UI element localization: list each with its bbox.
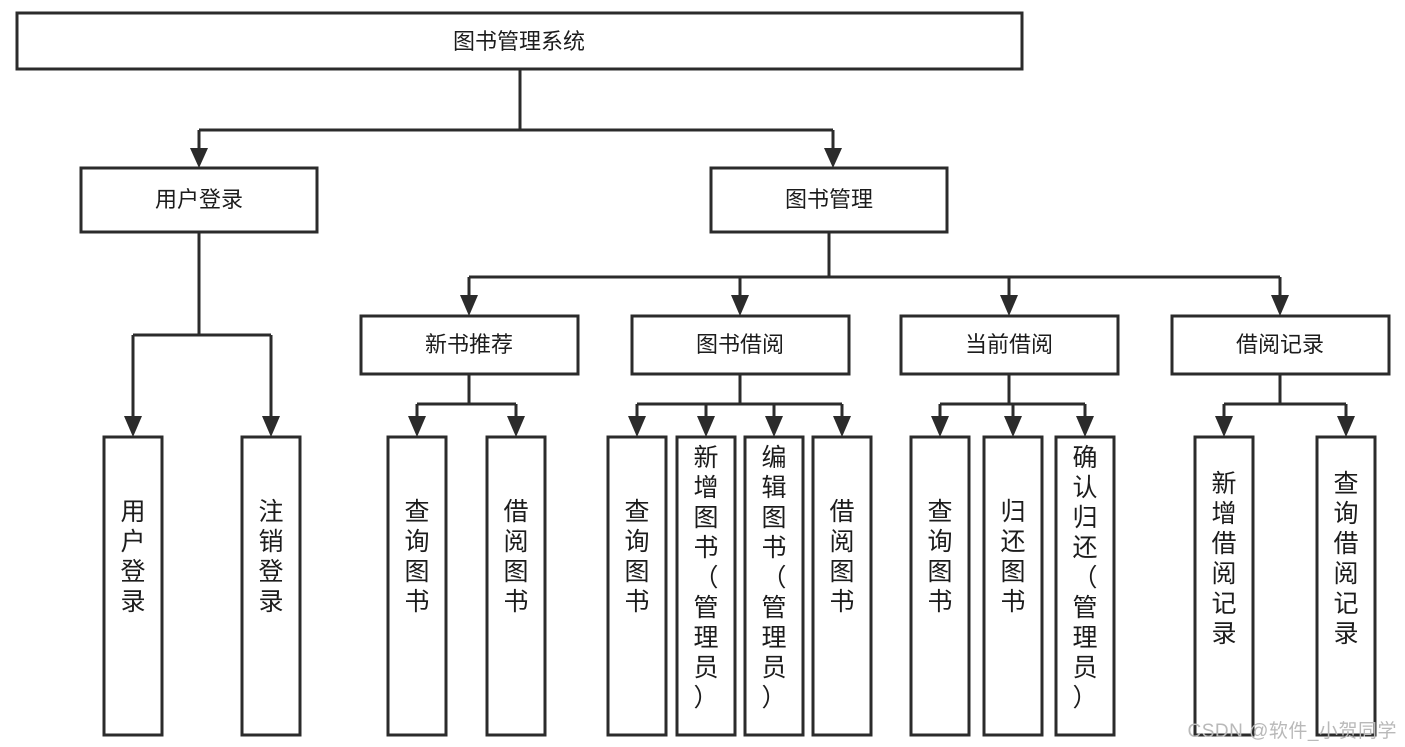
arrow-head-leaf-query-book-3 (931, 416, 949, 437)
node-leaf-query-book-2[interactable]: 查询图书 (606, 435, 668, 737)
node-leaf-borrow-book-1-label: 借阅图书 (503, 498, 528, 616)
node-book-borrow[interactable]: 图书借阅 (630, 314, 851, 376)
node-leaf-query-book-3-label: 查询图书 (927, 498, 952, 616)
node-leaf-logout-label: 注销登录 (258, 498, 283, 616)
node-current-borrow-box[interactable] (899, 314, 1120, 376)
node-leaf-user-login-label: 用户登录 (120, 498, 145, 616)
node-leaf-query-book-3-box[interactable] (909, 435, 971, 737)
node-leaf-edit-book-box[interactable] (743, 435, 805, 737)
node-leaf-add-book-box[interactable] (675, 435, 737, 737)
node-user-login[interactable]: 用户登录 (79, 166, 319, 234)
node-leaf-add-record-label: 新增借阅记录 (1211, 470, 1236, 648)
node-user-login-label: 用户登录 (155, 187, 243, 212)
arrow-head-leaf-query-book-2 (628, 416, 646, 437)
node-leaf-query-book-2-label: 查询图书 (624, 498, 649, 616)
arrow-head-leaf-query-record (1337, 416, 1355, 437)
arrow-head-leaf-add-record (1215, 416, 1233, 437)
node-root-label: 图书管理系统 (453, 29, 585, 54)
node-leaf-borrow-book-2-box[interactable] (811, 435, 873, 737)
arrow-head-leaf-query-book-1 (408, 416, 426, 437)
node-leaf-add-book-label: 新增图书（管理员） (693, 444, 718, 712)
node-leaf-return-book[interactable]: 归还图书 (982, 435, 1044, 737)
node-user-login-box[interactable] (79, 166, 319, 234)
node-leaf-borrow-book-2-label: 借阅图书 (829, 498, 854, 616)
arrow-head-new-book-recommend (460, 295, 478, 316)
node-new-book-recommend[interactable]: 新书推荐 (359, 314, 580, 376)
node-leaf-query-record[interactable]: 查询借阅记录 (1315, 435, 1377, 737)
arrow-head-leaf-user-login (124, 416, 142, 437)
arrow-head-book-management (824, 148, 842, 168)
node-new-book-recommend-box[interactable] (359, 314, 580, 376)
node-leaf-query-book-1[interactable]: 查询图书 (386, 435, 448, 737)
node-leaf-add-record[interactable]: 新增借阅记录 (1193, 435, 1255, 737)
arrow-head-leaf-add-book (697, 416, 715, 437)
node-leaf-edit-book-label: 编辑图书（管理员） (761, 444, 786, 712)
node-leaf-query-book-2-box[interactable] (606, 435, 668, 737)
node-leaf-return-book-label: 归还图书 (1000, 498, 1025, 616)
node-book-management-box[interactable] (709, 166, 949, 234)
arrow-head-current-borrow (1000, 295, 1018, 316)
connector-layer (124, 69, 1355, 437)
arrow-head-leaf-logout (262, 416, 280, 437)
arrow-head-leaf-borrow-book-2 (833, 416, 851, 437)
node-new-book-recommend-label: 新书推荐 (425, 332, 513, 357)
node-leaf-return-book-box[interactable] (982, 435, 1044, 737)
node-leaf-query-book-1-label: 查询图书 (404, 498, 429, 616)
node-book-management-label: 图书管理 (785, 187, 873, 212)
node-leaf-query-book-3[interactable]: 查询图书 (909, 435, 971, 737)
node-leaf-query-record-label: 查询借阅记录 (1333, 470, 1358, 648)
node-leaf-confirm-return[interactable]: 确认归还（管理员） (1054, 435, 1116, 737)
node-leaf-user-login[interactable]: 用户登录 (102, 435, 164, 737)
node-leaf-logout-box[interactable] (240, 435, 302, 737)
node-leaf-borrow-book-1[interactable]: 借阅图书 (485, 435, 547, 737)
node-leaf-confirm-return-label: 确认归还（管理员） (1072, 444, 1097, 712)
node-leaf-add-book[interactable]: 新增图书（管理员） (675, 435, 737, 737)
node-root[interactable]: 图书管理系统 (15, 11, 1024, 71)
node-root-box[interactable] (15, 11, 1024, 71)
node-current-borrow-label: 当前借阅 (965, 332, 1053, 357)
arrow-head-leaf-borrow-book-1 (507, 416, 525, 437)
node-leaf-confirm-return-box[interactable] (1054, 435, 1116, 737)
node-leaf-borrow-book-2[interactable]: 借阅图书 (811, 435, 873, 737)
node-leaf-edit-book[interactable]: 编辑图书（管理员） (743, 435, 805, 737)
node-book-borrow-label: 图书借阅 (696, 332, 784, 357)
arrow-head-leaf-edit-book (765, 416, 783, 437)
node-book-management[interactable]: 图书管理 (709, 166, 949, 234)
node-leaf-user-login-box[interactable] (102, 435, 164, 737)
node-leaf-query-book-1-box[interactable] (386, 435, 448, 737)
node-current-borrow[interactable]: 当前借阅 (899, 314, 1120, 376)
arrow-head-borrow-record (1271, 295, 1289, 316)
arrow-head-user-login (190, 148, 208, 168)
node-borrow-record-box[interactable] (1170, 314, 1391, 376)
arrow-head-book-borrow (731, 295, 749, 316)
node-leaf-logout[interactable]: 注销登录 (240, 435, 302, 737)
node-borrow-record-label: 借阅记录 (1236, 332, 1324, 357)
arrow-head-leaf-return-book (1004, 416, 1022, 437)
node-borrow-record[interactable]: 借阅记录 (1170, 314, 1391, 376)
node-leaf-borrow-book-1-box[interactable] (485, 435, 547, 737)
node-leaf-query-record-box[interactable] (1315, 435, 1377, 737)
node-book-borrow-box[interactable] (630, 314, 851, 376)
node-leaf-add-record-box[interactable] (1193, 435, 1255, 737)
arrow-head-leaf-confirm-return (1076, 416, 1094, 437)
